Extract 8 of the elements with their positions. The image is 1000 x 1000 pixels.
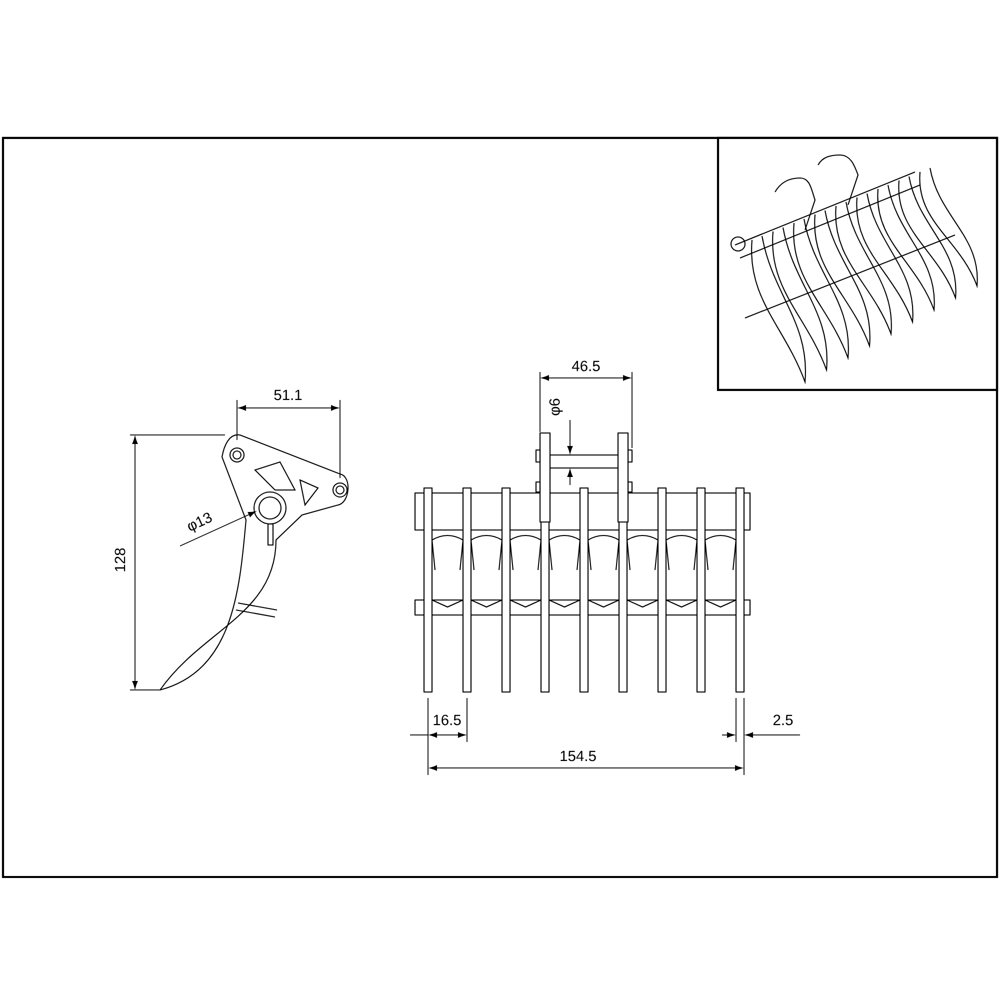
dimension-label: 2.5 — [771, 713, 796, 727]
dimension-label: φ13 — [183, 509, 217, 537]
dimension-label: 154.5 — [558, 749, 598, 763]
dimension-label: 51.1 — [272, 388, 304, 402]
dimension-label: 128 — [113, 546, 127, 574]
dimension-label: 46.5 — [570, 359, 602, 373]
dimension-label: φ6 — [548, 396, 564, 418]
dimension-label: 16.5 — [430, 713, 464, 727]
